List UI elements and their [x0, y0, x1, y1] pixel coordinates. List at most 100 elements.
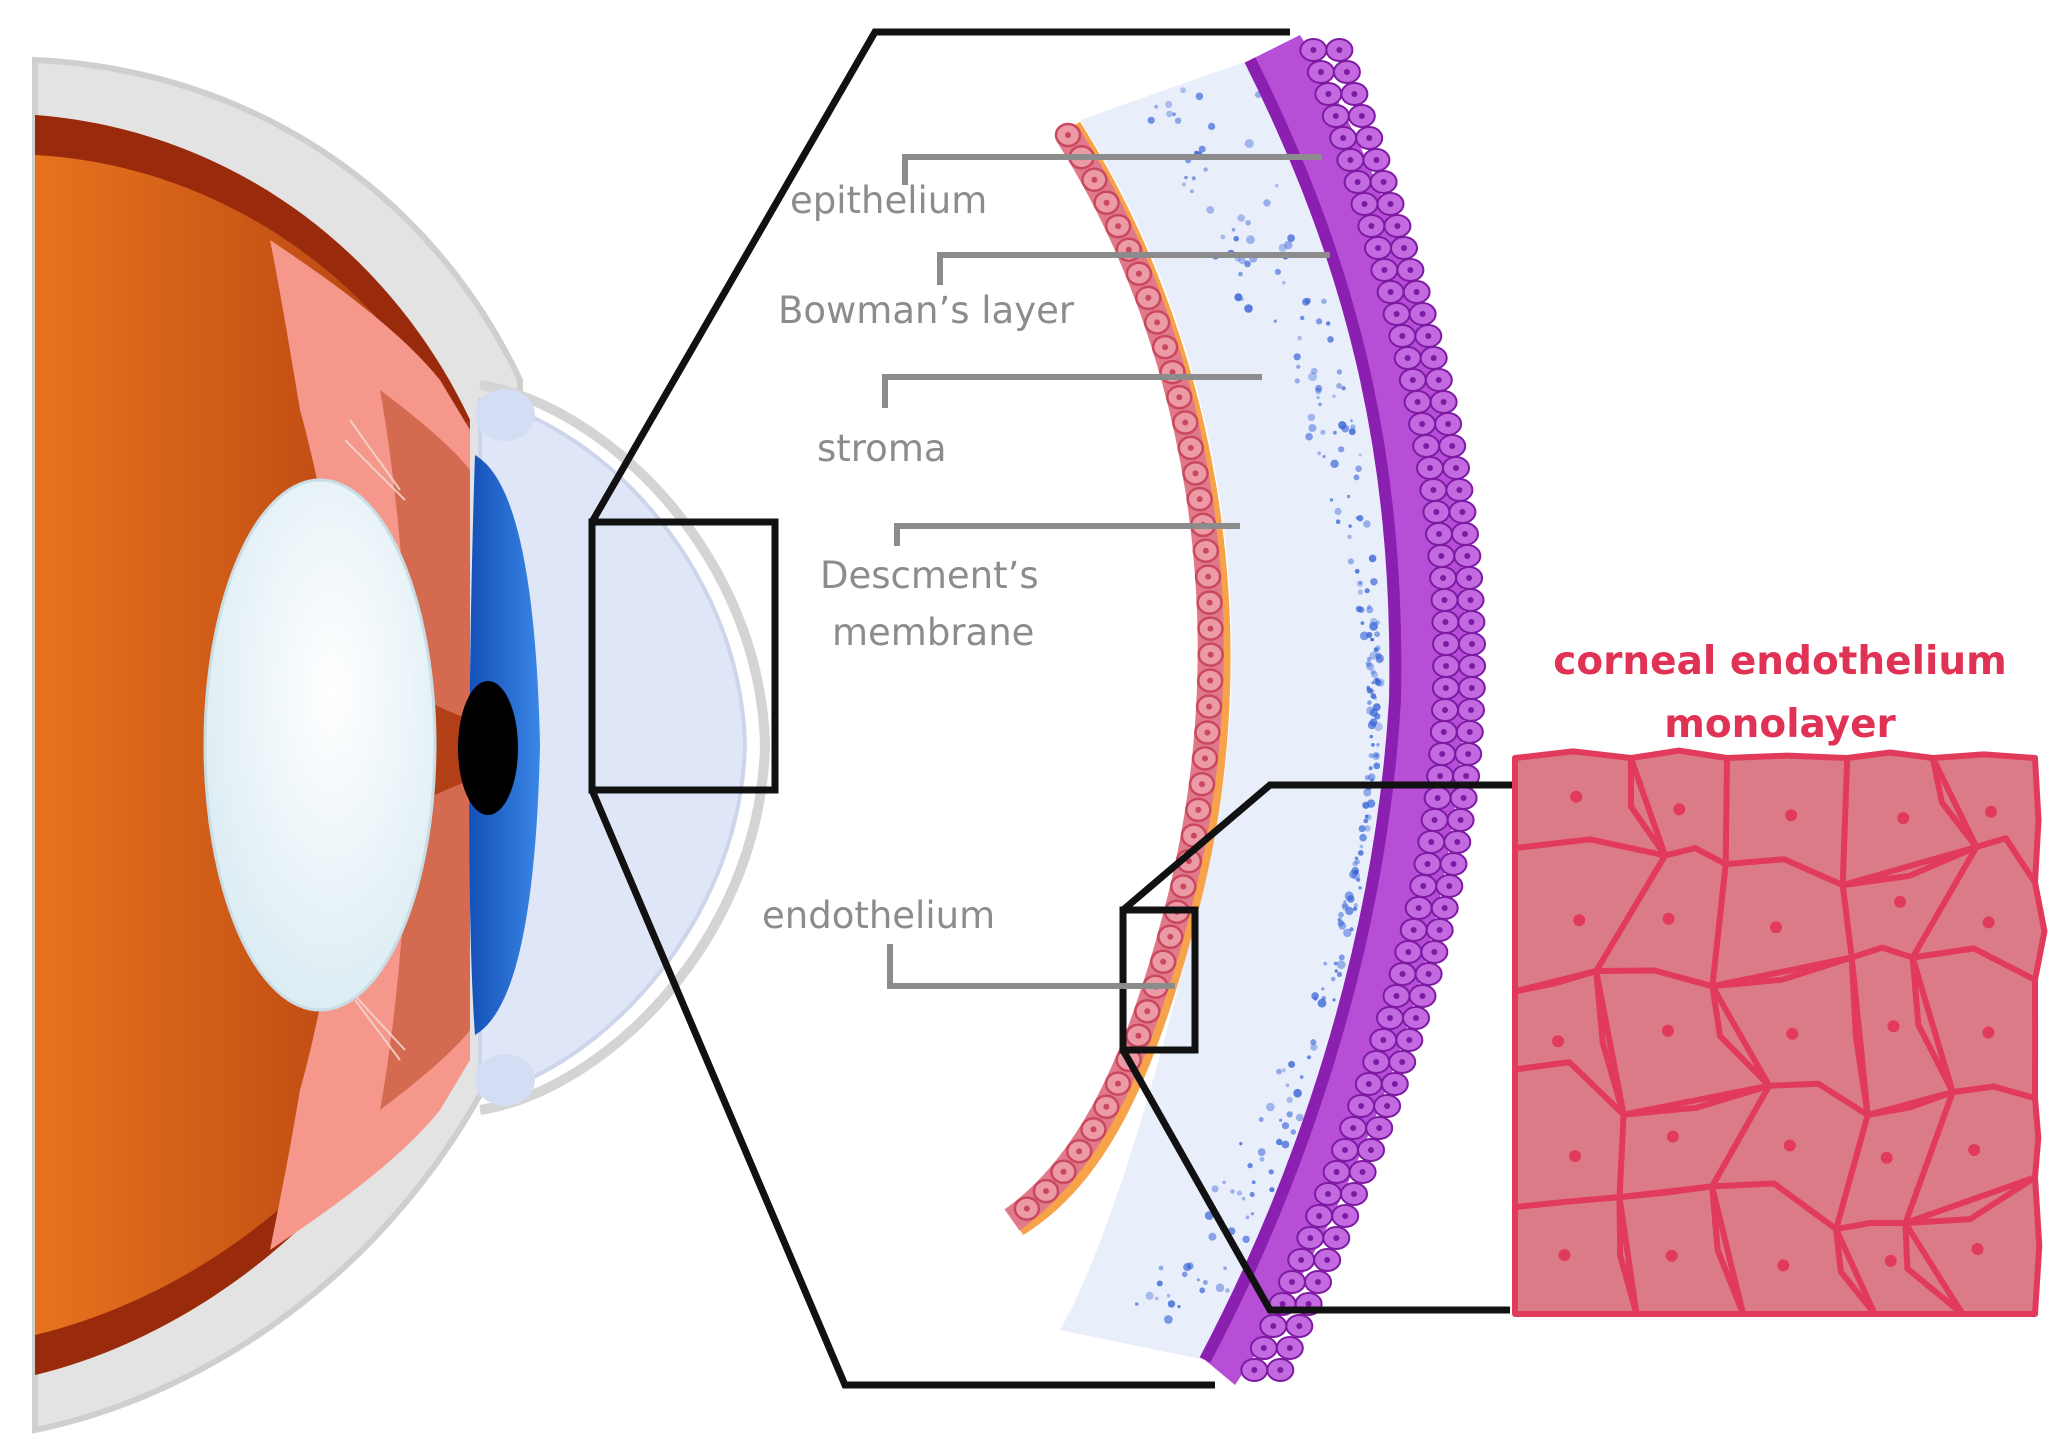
epithelium-nucleus	[1325, 1191, 1331, 1197]
stroma-dot	[1172, 112, 1176, 117]
stroma-dot	[1286, 1096, 1293, 1103]
epithelium-nucleus	[1437, 773, 1444, 779]
stroma-dot	[1358, 825, 1366, 833]
epithelium-nucleus	[1469, 663, 1476, 669]
epithelium-nucleus	[1446, 883, 1453, 889]
stroma-dot	[1191, 176, 1196, 181]
monolayer-cell	[1902, 1174, 2043, 1317]
stroma-dot	[1208, 1232, 1217, 1241]
endothelium-nucleus	[1043, 1188, 1049, 1195]
epithelium-nucleus	[1279, 1301, 1286, 1307]
stroma-dot	[1366, 706, 1375, 715]
stroma-dot	[1367, 604, 1372, 610]
monolayer-nucleus	[1569, 1150, 1581, 1163]
epithelium-nucleus	[1270, 1323, 1277, 1329]
stroma-dot	[1279, 1118, 1283, 1122]
epithelium-nucleus	[1453, 465, 1459, 471]
epithelium-nucleus	[1440, 399, 1447, 405]
epithelium-nucleus	[1380, 1037, 1387, 1043]
stroma-dot	[1296, 364, 1301, 369]
epithelium-nucleus	[1343, 69, 1350, 75]
epithelium-nucleus	[1325, 91, 1332, 97]
stroma-dot	[1231, 227, 1236, 232]
stroma-dot	[1315, 384, 1323, 392]
epithelium-nucleus	[1468, 707, 1474, 713]
stroma-dot	[1330, 976, 1336, 982]
epithelium-nucleus	[1442, 619, 1449, 625]
stroma-dot	[1351, 866, 1359, 875]
stroma-dot	[1370, 617, 1378, 626]
stroma-dot	[1184, 175, 1188, 180]
endothelium-zoom-box	[1119, 906, 1199, 1054]
endothelium-nucleus	[1187, 444, 1194, 451]
epithelium-nucleus	[1427, 465, 1433, 471]
stroma-dot	[1244, 139, 1254, 148]
stroma-dot	[1363, 520, 1371, 528]
epithelium-nucleus	[1358, 1103, 1365, 1109]
stroma-dot	[1266, 1102, 1275, 1112]
stroma-dot	[1230, 1189, 1235, 1194]
stroma-dot	[1332, 394, 1336, 399]
epithelium-nucleus	[1440, 575, 1447, 581]
stroma-dot	[1367, 773, 1376, 781]
stroma-dot	[1196, 1278, 1200, 1282]
epithelium-nucleus	[1368, 223, 1375, 229]
epithelium-nucleus	[1459, 509, 1466, 515]
stroma-dot	[1317, 998, 1327, 1008]
stroma-dot	[1242, 1235, 1250, 1244]
stroma-dot	[1341, 903, 1349, 911]
monolayer-nucleus	[1673, 803, 1686, 816]
epithelium-nucleus	[1465, 751, 1472, 757]
epithelium-nucleus	[1333, 1235, 1340, 1241]
epithelium-nucleus	[1375, 245, 1381, 251]
monolayer-nucleus	[1887, 1020, 1900, 1033]
stroma-dot	[1186, 1262, 1194, 1270]
epithelium-nucleus	[1425, 333, 1432, 339]
stroma-dot	[1293, 1088, 1302, 1098]
monolayer-zoom-outline	[1119, 781, 1512, 1314]
stroma-dot	[1365, 660, 1372, 667]
epithelium-nucleus	[1469, 641, 1475, 647]
stroma-dot	[1335, 519, 1341, 524]
stroma-dot	[1359, 631, 1369, 641]
stroma-dot	[1181, 1271, 1188, 1278]
stroma-dot	[1347, 558, 1354, 565]
epithelium-nucleus	[1436, 531, 1442, 537]
stroma-dot	[1341, 902, 1348, 909]
endothelium-nucleus	[1091, 176, 1098, 183]
monolayer-nucleus	[1880, 1151, 1893, 1164]
monolayer-nucleus	[1982, 1026, 1995, 1039]
stroma-dot	[1286, 1111, 1293, 1118]
monolayer-nucleus	[1777, 1259, 1790, 1272]
endothelium-nucleus	[1196, 496, 1203, 503]
stroma-dot	[1338, 954, 1345, 961]
epithelium-nucleus	[1413, 1015, 1419, 1021]
epithelium-nucleus	[1441, 905, 1448, 911]
stroma-dot	[1371, 637, 1375, 642]
epithelium-nucleus	[1380, 179, 1387, 185]
stroma-dot	[1375, 645, 1381, 651]
epithelium-nucleus	[1361, 201, 1368, 207]
monolayer-panel	[1512, 747, 2048, 1317]
stroma-dot	[1295, 1113, 1304, 1122]
stroma-dot	[1145, 1291, 1154, 1300]
monolayer-nucleus	[1661, 1024, 1674, 1037]
stroma-dot	[1215, 1283, 1225, 1293]
epithelium-nucleus	[1277, 1367, 1284, 1373]
stroma-dot	[1257, 1148, 1266, 1156]
monolayer-nucleus	[1971, 1243, 1984, 1255]
stroma-dot	[1233, 235, 1239, 242]
stroma-dot	[1374, 631, 1380, 638]
stroma-dot	[1293, 353, 1301, 361]
stroma	[1060, 60, 1396, 1360]
endothelium-nucleus	[1076, 1148, 1083, 1155]
endothelium-nucleus	[1115, 1080, 1121, 1087]
label-stroma: stroma	[817, 427, 947, 470]
stroma-dot	[1238, 271, 1243, 277]
stroma-dot	[1370, 669, 1376, 675]
stroma-dot	[1374, 753, 1379, 758]
limbus-upper	[475, 389, 535, 441]
epithelium-nucleus	[1387, 201, 1394, 207]
endothelium-nucleus	[1023, 1205, 1030, 1212]
